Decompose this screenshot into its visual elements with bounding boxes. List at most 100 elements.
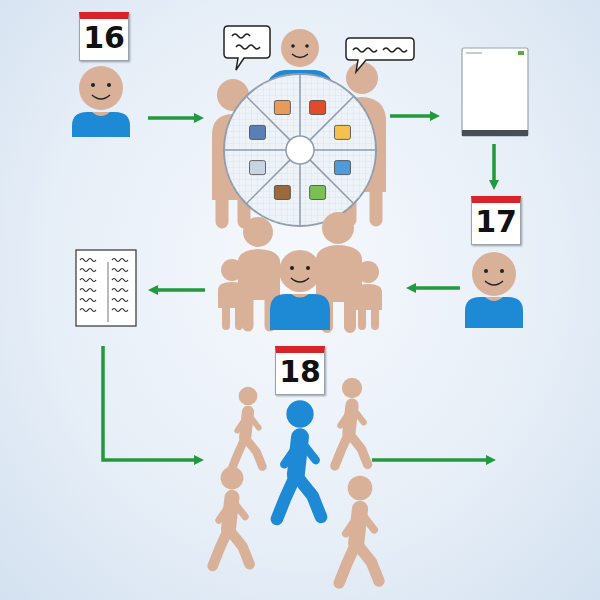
meeting-group-part-part xyxy=(274,185,290,199)
calendar-icon: 17 xyxy=(471,196,521,245)
document-part xyxy=(462,48,528,136)
family-group-part xyxy=(221,259,243,281)
plan-sheet-part-part xyxy=(112,289,128,292)
meeting-group-part xyxy=(224,74,376,226)
family-group xyxy=(218,212,382,330)
meeting-group-part xyxy=(346,62,378,94)
family-group-part xyxy=(322,212,354,244)
plan-sheet-part xyxy=(80,259,128,312)
meeting-group-part-part xyxy=(310,101,326,115)
walking-people-part xyxy=(232,387,262,468)
family-group-part xyxy=(243,217,273,247)
person-16-part xyxy=(79,66,123,110)
calendar-icon: 18 xyxy=(275,346,325,395)
meeting-group-part xyxy=(286,136,314,164)
meeting-group-part-part xyxy=(299,164,301,226)
person-16-part xyxy=(91,83,95,87)
person-17-part xyxy=(485,281,503,285)
family-group-part xyxy=(291,278,309,282)
meeting-group-part xyxy=(346,38,414,72)
person-17-part xyxy=(484,269,488,273)
walking-people-part xyxy=(277,400,321,519)
calendar-day: 18 xyxy=(279,353,321,391)
walking-people-part xyxy=(213,467,250,566)
meeting-group-part-part xyxy=(310,160,354,204)
meeting-group-part xyxy=(224,26,270,70)
plan-sheet-part-part xyxy=(80,299,96,302)
plan-sheet xyxy=(76,250,136,326)
flow-arrow-part xyxy=(103,346,200,460)
document xyxy=(462,48,528,136)
plan-sheet-part-part xyxy=(112,259,128,262)
family-group-part xyxy=(362,307,375,326)
family-group-part xyxy=(279,250,321,292)
family-group-part xyxy=(357,261,379,283)
meeting-group-part xyxy=(281,29,319,67)
meeting-group xyxy=(212,26,414,226)
meeting-group-part xyxy=(353,48,407,52)
document-part xyxy=(518,51,524,55)
calendar-day: 17 xyxy=(475,203,517,241)
meeting-group-part-part xyxy=(246,160,290,204)
flow-arrow-part xyxy=(492,144,496,186)
flow-arrow-part xyxy=(390,114,436,118)
person-17-part xyxy=(472,252,516,296)
plan-sheet-part-part xyxy=(112,309,128,312)
plan-sheet-part-part xyxy=(80,289,96,292)
person-16 xyxy=(72,66,130,137)
family-group-part xyxy=(327,298,350,327)
person-17-part xyxy=(465,297,523,328)
meeting-group-part xyxy=(250,101,351,200)
meeting-group-part-part xyxy=(274,101,290,115)
meeting-group-part-part xyxy=(250,161,266,175)
person-17 xyxy=(465,252,523,328)
meeting-group-part-part xyxy=(250,125,266,139)
walking-people-part xyxy=(335,378,368,466)
person-16-part xyxy=(72,112,130,137)
plan-sheet-part-part xyxy=(80,259,96,262)
meeting-group-part xyxy=(224,74,376,226)
meeting-group-part xyxy=(291,44,295,48)
plan-sheet-part-part xyxy=(112,279,128,282)
family-group-part xyxy=(306,266,310,270)
person-16-part xyxy=(92,95,110,99)
plan-sheet-part xyxy=(76,250,136,326)
meeting-group-part-part xyxy=(310,96,354,140)
walking-people-part xyxy=(339,476,379,583)
meeting-group-part-part xyxy=(299,74,301,136)
family-group-part xyxy=(270,294,330,330)
calendar-day: 16 xyxy=(83,19,125,57)
calendar-icon: 16 xyxy=(79,12,129,61)
meeting-group-part-part xyxy=(334,125,350,139)
family-group-part xyxy=(226,305,239,326)
document-part xyxy=(466,53,482,54)
meeting-group-part-part xyxy=(246,96,290,140)
family-group-part xyxy=(248,296,270,326)
meeting-group-part xyxy=(305,44,309,48)
plan-sheet-part-part xyxy=(80,279,96,282)
meeting-group-part xyxy=(232,34,260,49)
person-17-part xyxy=(485,297,503,301)
flow-arrow-part xyxy=(152,288,205,292)
person-16-part xyxy=(107,83,111,87)
plan-sheet-part xyxy=(108,262,109,322)
plan-sheet-part-part xyxy=(112,299,128,302)
meeting-group-part-part xyxy=(310,185,326,199)
person-16-part xyxy=(92,112,110,116)
meeting-group-part xyxy=(292,54,308,58)
flow-arrow-part xyxy=(372,458,492,462)
flow-arrow-part xyxy=(410,286,460,290)
flow-arrow-part xyxy=(148,116,200,120)
plan-sheet-part-part xyxy=(112,269,128,272)
family-group-part xyxy=(290,266,294,270)
family-group-part xyxy=(291,294,309,298)
meeting-group-part-part xyxy=(334,161,350,175)
plan-sheet-part-part xyxy=(80,269,96,272)
meeting-group-part-part xyxy=(224,149,286,151)
person-17-part xyxy=(500,269,504,273)
meeting-group-part xyxy=(224,74,376,226)
document-part xyxy=(462,130,528,136)
plan-sheet-part-part xyxy=(80,309,96,312)
walking-people xyxy=(213,378,379,583)
